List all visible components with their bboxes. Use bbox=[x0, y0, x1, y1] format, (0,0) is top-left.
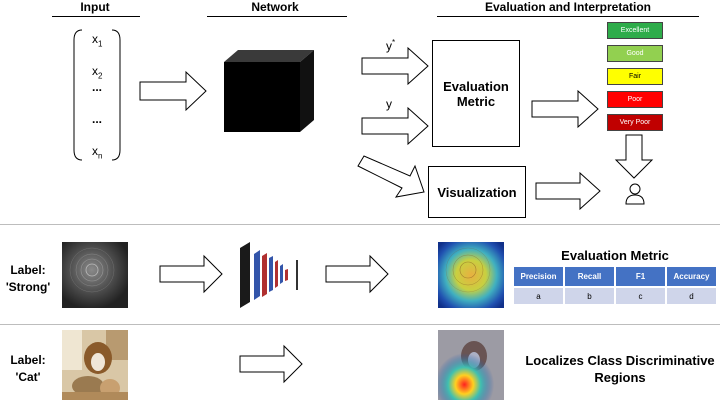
label-strong-line1: Label: bbox=[10, 263, 46, 277]
metric-value-accuracy: d bbox=[667, 288, 716, 304]
input-x1: x1 bbox=[92, 32, 103, 49]
label-strong-line2: 'Strong' bbox=[5, 280, 51, 294]
rating-very-poor: Very Poor bbox=[607, 114, 663, 131]
dog-cat-photo bbox=[62, 330, 128, 400]
evaluation-metric-line1: Evaluation bbox=[443, 78, 509, 94]
input-dots-2: ... bbox=[92, 112, 103, 126]
metric-header-f1: F1 bbox=[616, 267, 665, 286]
label-cat: Label: 'Cat' bbox=[0, 352, 56, 386]
metric-title: Evaluation Metric bbox=[561, 248, 669, 263]
separator-bottom bbox=[0, 324, 720, 325]
cat-caption-line1: Localizes Class Discriminative bbox=[525, 353, 715, 368]
metric-value-recall: b bbox=[565, 288, 614, 304]
user-icon bbox=[625, 183, 645, 205]
network-header: Network bbox=[251, 0, 299, 14]
interferogram-image bbox=[62, 242, 128, 308]
metric-value-f1: c bbox=[616, 288, 665, 304]
output-y-star: y* bbox=[386, 38, 396, 53]
input-x2: x2 bbox=[92, 64, 103, 81]
output-y: y bbox=[386, 97, 392, 111]
metric-table: Precision Recall F1 Accuracy a b c d bbox=[512, 265, 718, 306]
cat-caption-line2: Regions bbox=[594, 370, 646, 385]
rating-good: Good bbox=[607, 45, 663, 62]
input-header: Input bbox=[80, 0, 110, 14]
rating-excellent: Excellent bbox=[607, 22, 663, 39]
heatmap-cat-image bbox=[438, 330, 504, 400]
rating-poor: Poor bbox=[607, 91, 663, 108]
visualization-box: Visualization bbox=[428, 166, 526, 218]
metric-value-precision: a bbox=[514, 288, 563, 304]
separator-top bbox=[0, 224, 720, 225]
evaluation-metric-box: Evaluation Metric bbox=[432, 40, 520, 147]
input-dots-1: ... bbox=[92, 80, 103, 94]
network-cube-icon bbox=[224, 50, 314, 132]
input-xn: xn bbox=[92, 144, 103, 161]
rating-fair: Fair bbox=[607, 68, 663, 85]
input-vector-bracket bbox=[73, 29, 121, 161]
cat-caption: Localizes Class Discriminative Regions bbox=[520, 352, 720, 386]
evaluation-header-underline bbox=[437, 16, 699, 17]
metric-header-recall: Recall bbox=[565, 267, 614, 286]
evaluation-header: Evaluation and Interpretation bbox=[484, 0, 652, 14]
cnn-layers-icon bbox=[240, 242, 298, 308]
label-strong: Label: 'Strong' bbox=[0, 262, 56, 296]
metric-header-accuracy: Accuracy bbox=[667, 267, 716, 286]
label-cat-line2: 'Cat' bbox=[15, 370, 41, 384]
input-header-underline bbox=[52, 16, 140, 17]
heatmap-strong-image bbox=[438, 242, 504, 308]
metric-header-precision: Precision bbox=[514, 267, 563, 286]
label-cat-line1: Label: bbox=[10, 353, 46, 367]
network-header-underline bbox=[207, 16, 347, 17]
rating-scale: Excellent Good Fair Poor Very Poor bbox=[607, 22, 663, 131]
evaluation-metric-line2: Metric bbox=[456, 93, 496, 109]
